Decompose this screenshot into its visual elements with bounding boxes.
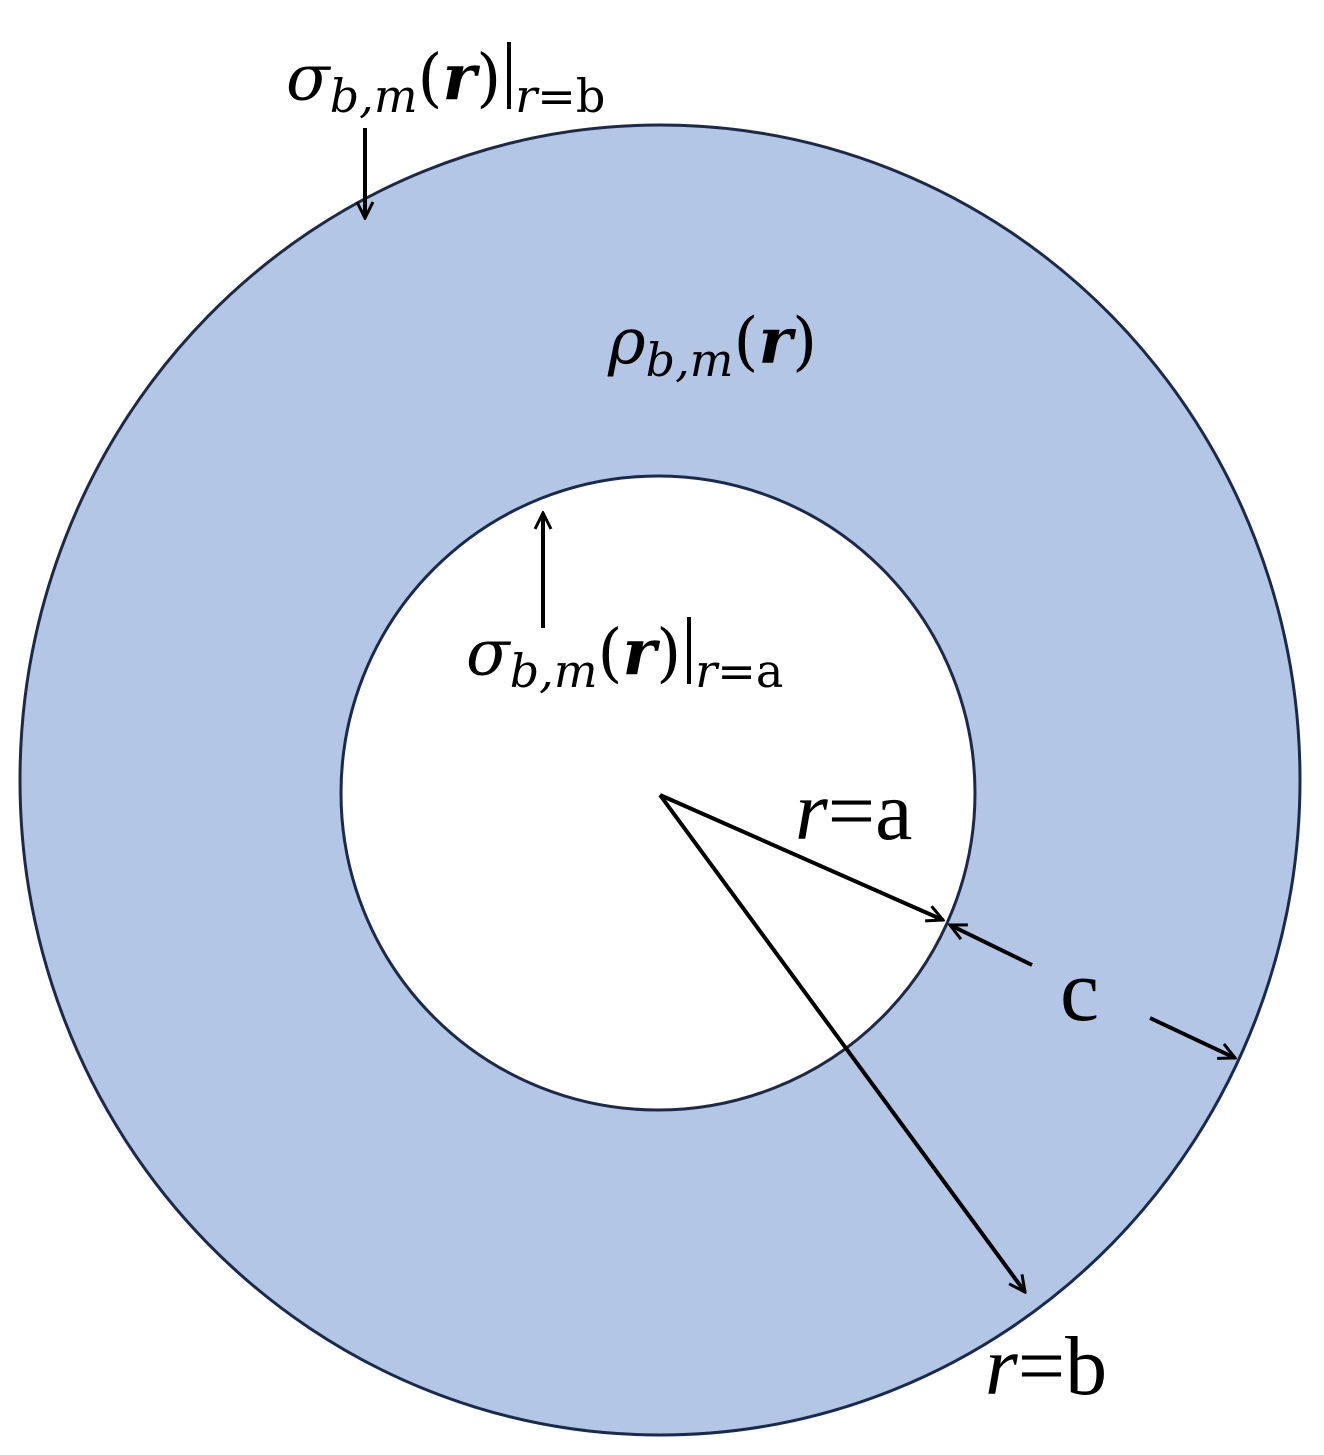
radius-b-label: r=b <box>985 1320 1108 1413</box>
sigma-inner-label: σb,m(r)r=a <box>466 615 784 699</box>
thickness-c-arrow-left <box>950 923 1033 967</box>
sigma-outer-label: σb,m(r)r=b <box>286 40 606 124</box>
thickness-c-label: c <box>1060 943 1100 1040</box>
radius-a-arrow <box>659 793 943 920</box>
radius-a-label: r=a <box>795 765 913 858</box>
rho-label: ρb,m(r) <box>608 304 818 387</box>
radius-b-arrow <box>658 793 1025 1292</box>
thickness-c-arrow-right <box>1149 1016 1235 1058</box>
inner-circle <box>339 474 977 1112</box>
